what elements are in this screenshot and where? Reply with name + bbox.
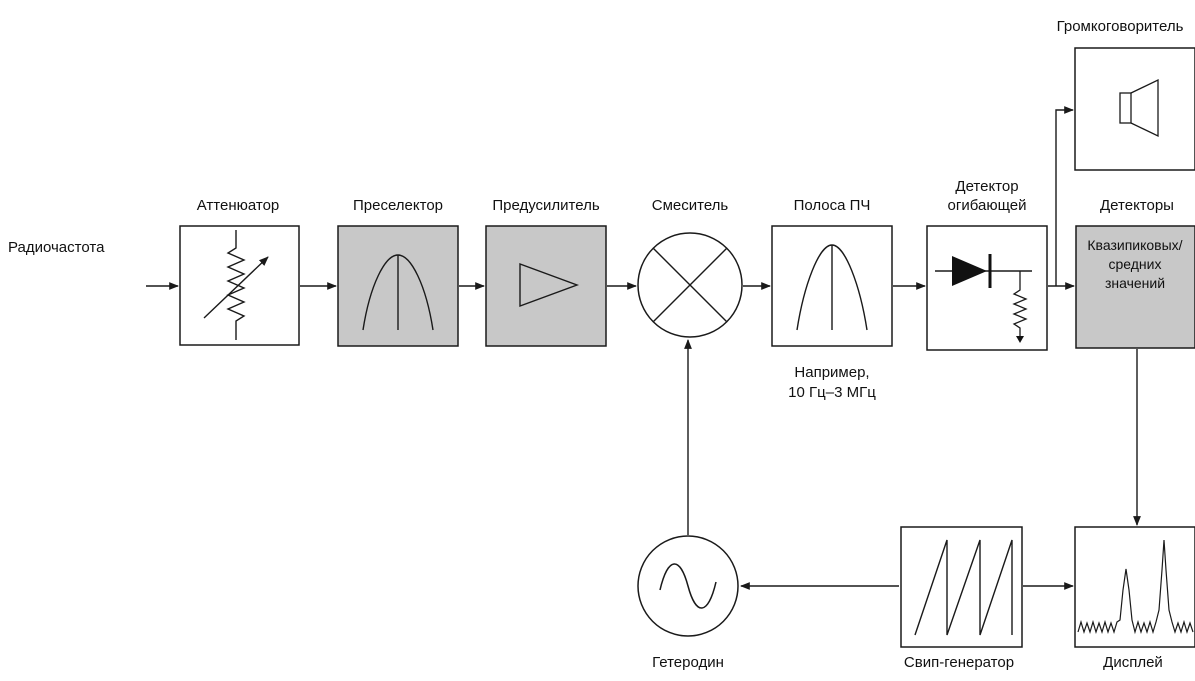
load-resistor-icon [1012, 271, 1028, 338]
local-oscillator-block [637, 535, 739, 637]
speaker-icon [1119, 78, 1159, 138]
attenuator-label: Аттенюатор [197, 197, 280, 214]
detectors-box-line1: Квазипиковых/ [1087, 237, 1182, 253]
if-note-line1: Например, [794, 364, 869, 381]
if-note-line2: 10 Гц–3 МГц [788, 384, 876, 401]
display-block [1074, 526, 1195, 648]
envelope-detector-block [926, 225, 1048, 351]
speaker-label: Громкоговоритель [1057, 18, 1184, 35]
mixer-label: Смеситель [652, 197, 729, 214]
input-label: Радиочастота [8, 239, 105, 256]
speaker-block [1074, 47, 1195, 171]
preamp-block [485, 225, 607, 347]
sine-wave-icon [659, 563, 717, 609]
attenuator-block [179, 225, 300, 346]
diode-icon [935, 254, 1032, 288]
sweep-generator-block [900, 526, 1023, 648]
variable-resistor-icon [226, 230, 246, 340]
mixer-block [637, 232, 743, 338]
preselector-block [337, 225, 459, 347]
spectrum-trace-icon [1077, 539, 1194, 635]
sawtooth-icon [914, 539, 1013, 636]
if-band-label: Полоса ПЧ [794, 197, 871, 214]
detectors-label: Детекторы [1100, 197, 1174, 214]
envelope-detector-label-line2: огибающей [948, 197, 1027, 214]
display-label: Дисплей [1103, 654, 1163, 671]
envelope-detector-label-line1: Детектор [955, 178, 1018, 195]
arrow-envelope-to-speaker [1055, 106, 1074, 286]
detectors-block: Квазипиковых/ средних значений [1075, 225, 1195, 349]
connectors [146, 106, 1141, 590]
detectors-box-line3: значений [1105, 275, 1165, 291]
amplifier-triangle-icon [519, 262, 580, 308]
preselector-label: Преселектор [353, 197, 443, 214]
sweep-generator-label: Свип-генератор [904, 654, 1014, 671]
preamp-label: Предусилитель [492, 197, 600, 214]
oscillator-label: Гетеродин [652, 654, 724, 671]
detectors-box-line2: средних [1109, 256, 1162, 272]
if-filter-block [771, 225, 893, 347]
